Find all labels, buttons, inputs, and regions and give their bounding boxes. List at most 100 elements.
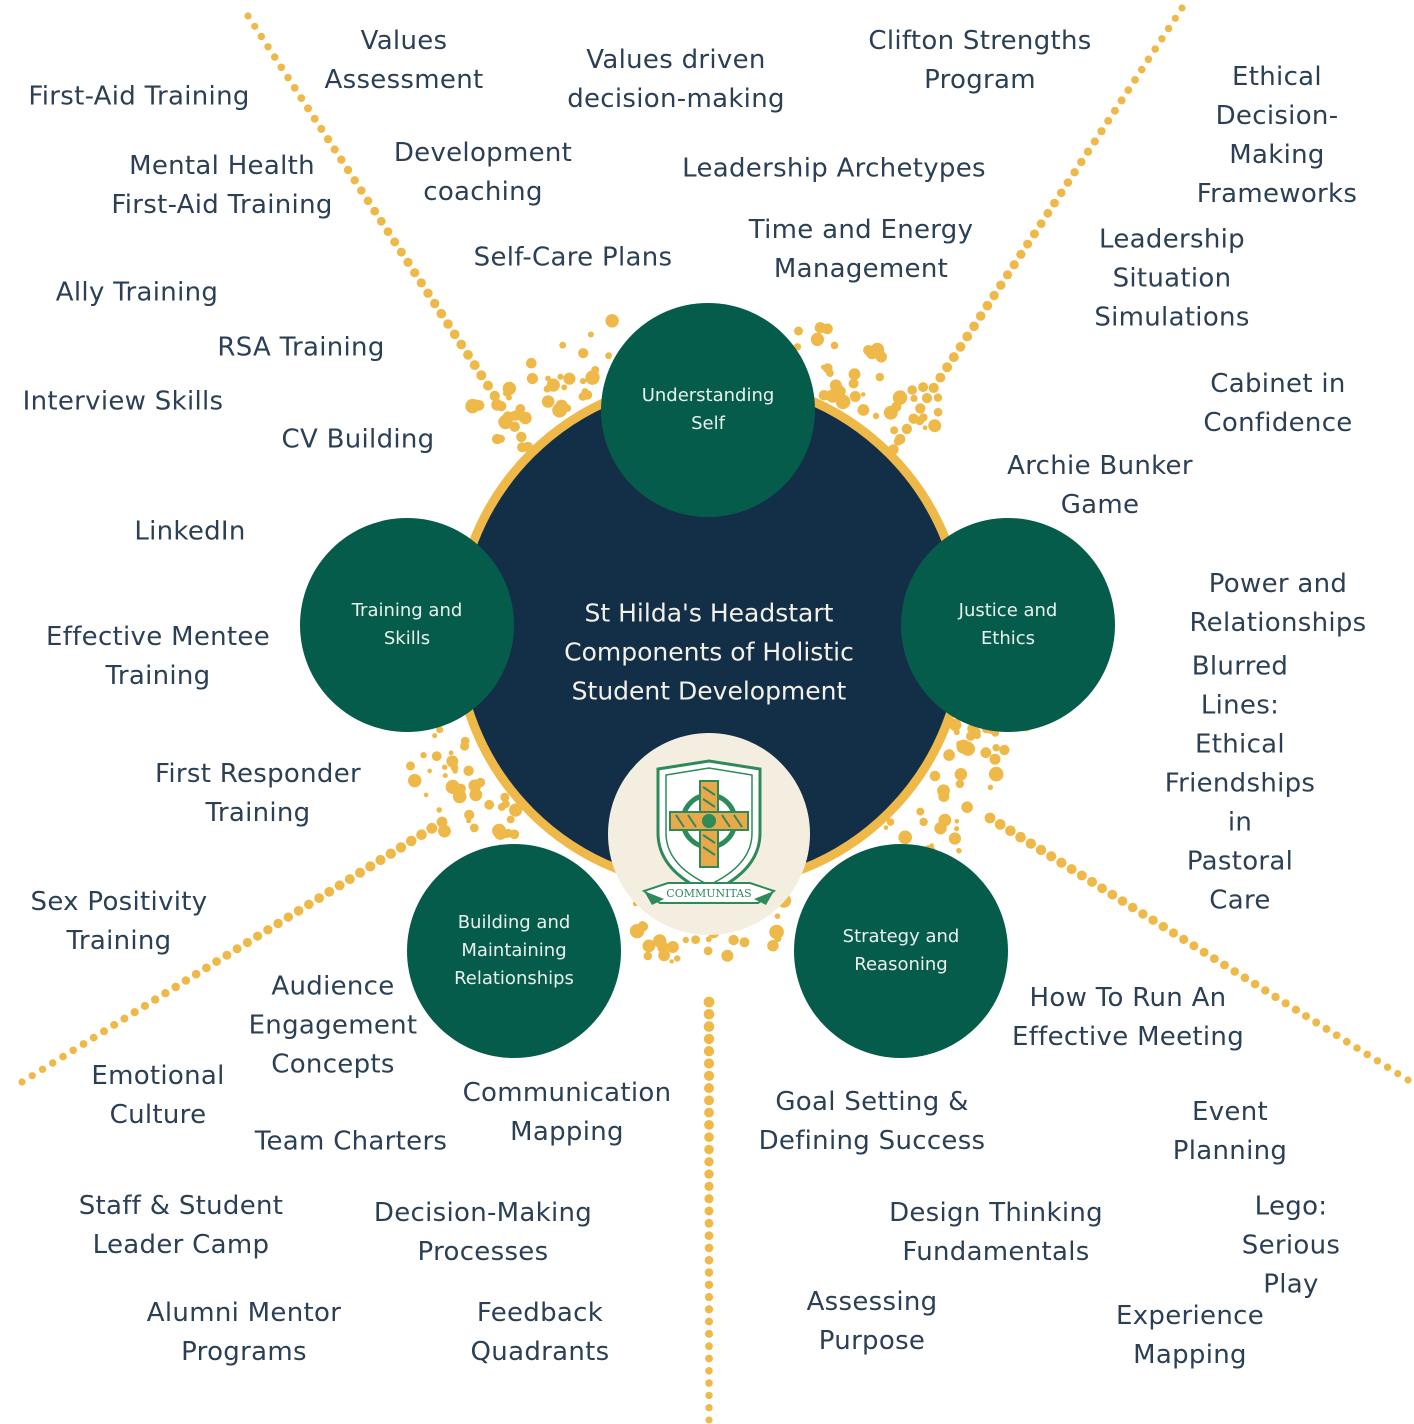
- decor-dot: [704, 1144, 714, 1155]
- activity-audience-engagement: Audience Engagement Concepts: [248, 971, 418, 1080]
- decor-dot: [1005, 825, 1016, 837]
- decor-dot: [1035, 844, 1047, 856]
- decor-dot: [954, 819, 960, 824]
- decor-dot: [446, 755, 459, 768]
- decor-dot: [705, 1367, 713, 1375]
- decor-dot: [1090, 137, 1099, 146]
- decor-dot: [674, 955, 681, 962]
- decor-dot: [973, 732, 981, 740]
- decor-dot: [822, 323, 833, 335]
- decor-dot: [898, 830, 912, 845]
- decor-dot: [935, 372, 946, 383]
- node-training-skills[interactable]: Training and Skills: [300, 518, 514, 732]
- decor-dot: [562, 403, 571, 412]
- decor-dot: [403, 257, 413, 267]
- decor-dot: [232, 944, 242, 954]
- decor-dot: [826, 369, 834, 377]
- activity-cv-building: CV Building: [281, 424, 435, 455]
- activity-leader-camp: Staff & Student Leader Camp: [78, 1191, 284, 1260]
- decor-dot: [1043, 208, 1053, 218]
- decor-dot: [506, 815, 515, 824]
- decor-dot: [657, 941, 669, 954]
- activity-communication-mapping: Communication Mapping: [462, 1078, 672, 1147]
- decor-dot: [579, 378, 587, 385]
- decor-dot: [442, 773, 448, 779]
- decor-dot: [395, 842, 407, 853]
- decor-dot: [406, 835, 417, 847]
- decor-dot: [721, 949, 734, 962]
- decor-dot: [431, 751, 442, 762]
- decor-dot: [350, 176, 359, 185]
- decor-dot: [518, 432, 524, 437]
- decor-dot: [984, 812, 996, 824]
- decor-dot: [1083, 147, 1093, 156]
- decor-dot: [820, 364, 826, 370]
- crest-motto: COMMUNITAS: [666, 887, 751, 900]
- activity-effective-meeting: How To Run An Effective Meeting: [1011, 983, 1245, 1052]
- decor-dot: [824, 394, 830, 400]
- decor-dot: [774, 935, 782, 943]
- decor-dot: [849, 391, 861, 402]
- decor-dot: [1168, 928, 1179, 938]
- decor-dot: [516, 431, 527, 443]
- decor-dot: [1353, 1044, 1361, 1052]
- decor-dot: [605, 314, 619, 328]
- decor-dot: [383, 227, 393, 237]
- decor-dot: [222, 950, 232, 960]
- decor-dot: [946, 817, 952, 822]
- decor-dot: [1240, 973, 1250, 983]
- decor-dot: [38, 1065, 47, 1074]
- decor-dot: [982, 300, 993, 311]
- decor-dot: [473, 399, 481, 407]
- decor-dot: [938, 813, 952, 827]
- decor-dot: [1179, 934, 1189, 945]
- decor-dot: [561, 384, 568, 391]
- decor-dot: [705, 936, 712, 943]
- decor-dot: [543, 385, 551, 393]
- decor-dot: [410, 268, 420, 278]
- decor-dot: [442, 764, 448, 770]
- decor-dot: [257, 32, 265, 41]
- decor-dot: [890, 426, 899, 435]
- decor-dot: [344, 874, 355, 885]
- node-building-relationships[interactable]: Building and Maintaining Relationships: [407, 844, 621, 1058]
- decor-dot: [491, 433, 503, 445]
- decor-dot: [955, 341, 966, 352]
- activity-ethical-frameworks: Ethical Decision- Making Frameworks: [1196, 62, 1358, 209]
- node-justice-ethics[interactable]: Justice and Ethics: [901, 518, 1115, 732]
- decor-dot: [375, 854, 386, 866]
- decor-dot: [509, 829, 520, 840]
- decor-dot: [476, 370, 487, 381]
- decor-dot: [100, 1027, 108, 1036]
- school-crest-emblem: COMMUNITAS: [608, 733, 810, 935]
- decor-dot: [242, 937, 252, 948]
- decor-dot: [406, 761, 415, 771]
- decor-dot: [948, 832, 962, 845]
- decor-dot: [704, 1095, 714, 1106]
- decor-dot: [1002, 270, 1013, 280]
- decor-dot: [1199, 947, 1209, 957]
- decor-dot: [541, 395, 555, 408]
- decor-dot: [704, 1083, 714, 1094]
- decor-dot: [1104, 116, 1113, 125]
- node-understanding-self[interactable]: Understanding Self: [601, 303, 815, 517]
- node-label: Building and Maintaining Relationships: [454, 912, 574, 989]
- decor-dot: [251, 22, 259, 30]
- activity-linkedin: LinkedIn: [134, 516, 246, 547]
- decor-dot: [1046, 851, 1057, 862]
- decor-dot: [463, 765, 474, 776]
- decor-dot: [987, 784, 994, 790]
- decor-dot: [830, 341, 839, 350]
- decor-dot: [1124, 86, 1133, 94]
- decor-dot: [937, 784, 950, 798]
- decor-dot: [171, 982, 180, 992]
- decor-dot: [505, 394, 512, 401]
- decor-dot: [994, 819, 1006, 830]
- decor-dot: [436, 807, 443, 813]
- decor-dot: [500, 792, 510, 802]
- node-strategy-reasoning[interactable]: Strategy and Reasoning: [794, 844, 1008, 1058]
- decor-dot: [432, 733, 438, 739]
- decor-dot: [910, 394, 918, 402]
- activity-lego-serious-play: Lego: Serious Play: [1241, 1191, 1341, 1300]
- decor-dot: [1076, 870, 1087, 881]
